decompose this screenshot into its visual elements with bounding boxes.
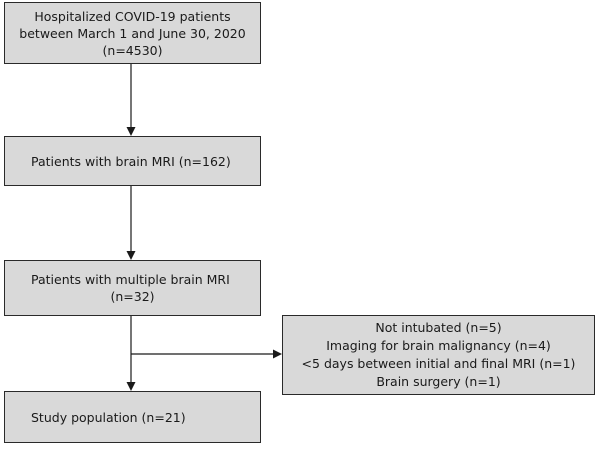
exclusion-reason: Not intubated (n=5) <box>375 320 502 335</box>
exclusion-reason: Imaging for brain malignancy (n=4) <box>326 338 551 353</box>
box-exclusions: Not intubated (n=5) Imaging for brain ma… <box>282 315 595 395</box>
box-brain-mri: Patients with brain MRI (n=162) <box>4 136 261 186</box>
box-text-line: Study population (n=21) <box>31 409 186 425</box>
exclusion-reason: <5 days between initial and final MRI (n… <box>301 356 576 371</box>
box-text-line: Hospitalized COVID-19 patients <box>34 8 231 24</box>
box-text-line: Patients with multiple brain MRI <box>31 272 230 287</box>
box-hospitalized-patients: Hospitalized COVID-19 patients between M… <box>4 2 261 64</box>
box-multiple-brain-mri: Patients with multiple brain MRI (n=32) <box>4 260 261 316</box>
box-text-line: (n=32) <box>110 289 155 304</box>
box-text-line: (n=4530) <box>102 42 163 58</box>
box-text-line: between March 1 and June 30, 2020 <box>19 25 246 41</box>
box-text-line: Patients with brain MRI (n=162) <box>31 153 231 169</box>
exclusion-reason: Brain surgery (n=1) <box>376 374 501 389</box>
box-study-population: Study population (n=21) <box>4 391 261 443</box>
